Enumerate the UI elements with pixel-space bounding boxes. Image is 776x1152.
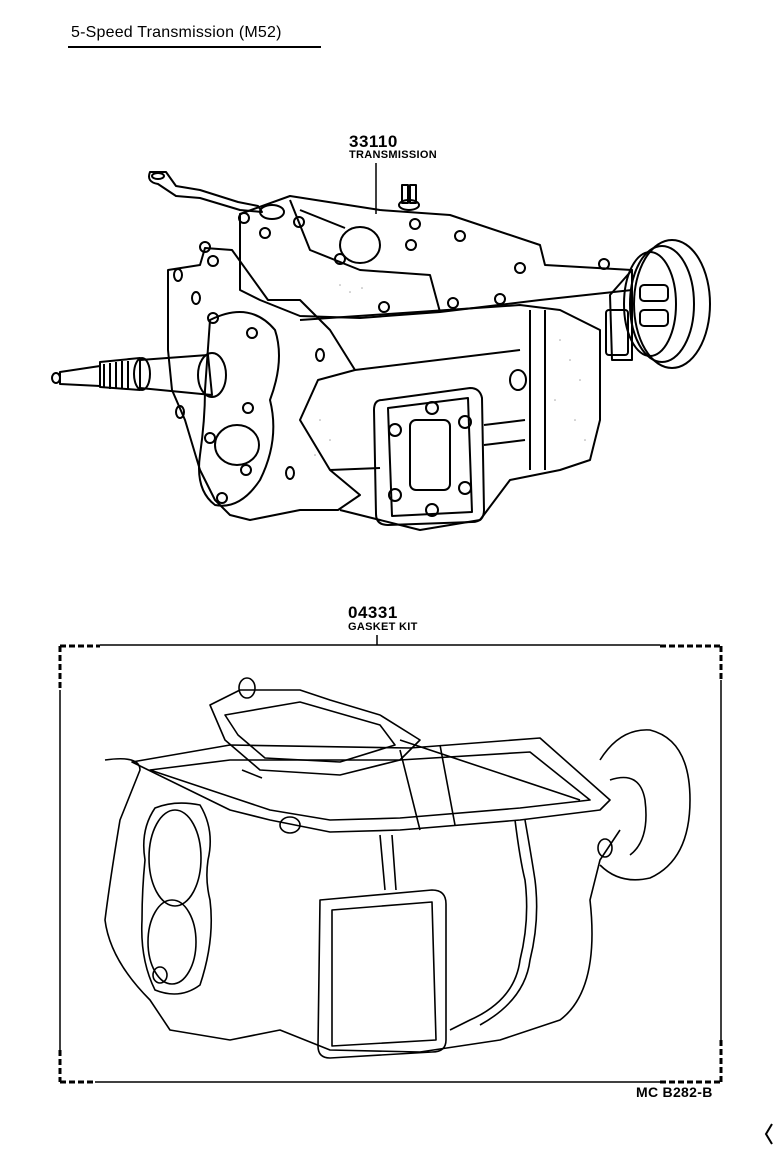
gasket-kit-part-number: 04331	[348, 603, 398, 622]
gasket-kit-part-name: GASKET KIT	[348, 621, 418, 633]
transmission-drawing	[51, 171, 711, 531]
transmission-part-number: 33110	[349, 132, 398, 151]
shading-stipple	[314, 284, 586, 456]
page-title: 5-Speed Transmission (M52)	[71, 24, 282, 41]
gasket-kit-frame	[58, 635, 723, 1084]
transmission-part-name: TRANSMISSION	[349, 149, 437, 161]
gasket-kit-drawing	[104, 677, 691, 1059]
illustration-reference-code: MC B282-B	[636, 1084, 713, 1100]
title-underline	[68, 46, 321, 48]
page-corner-mark	[764, 1123, 773, 1145]
